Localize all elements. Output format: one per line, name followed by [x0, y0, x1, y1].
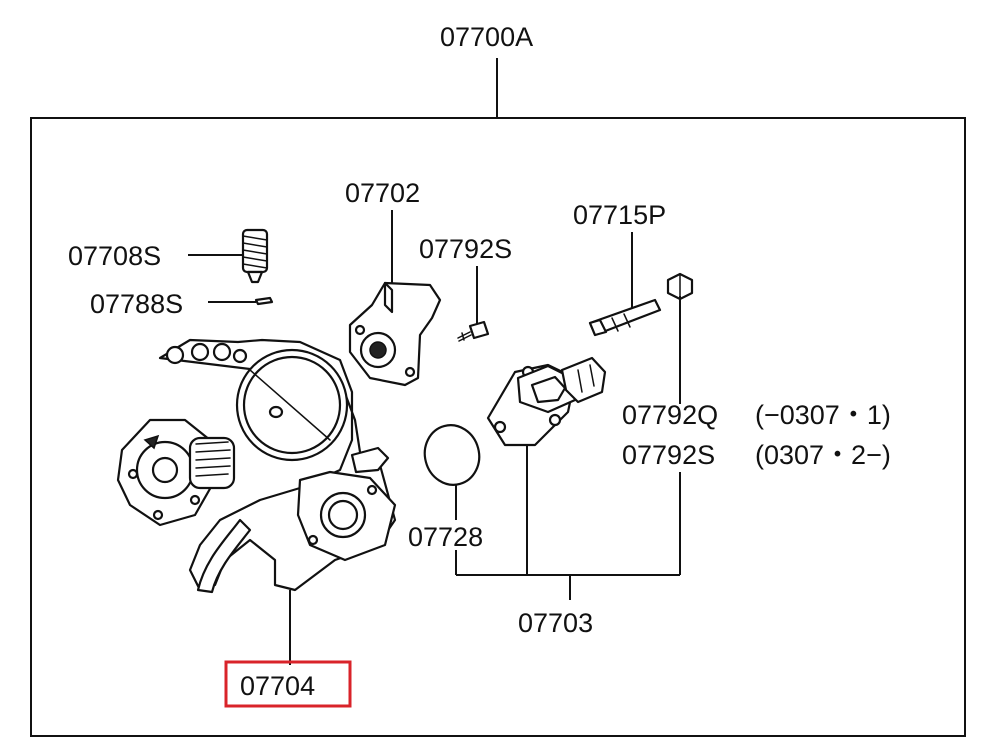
- part-07708s-drawing[interactable]: [241, 228, 269, 284]
- label-07792q-range: (−0307・1): [755, 400, 891, 430]
- label-07792q[interactable]: 07792Q: [622, 400, 718, 430]
- label-07703[interactable]: 07703: [518, 608, 593, 638]
- label-07792s-screw[interactable]: 07792S: [419, 234, 512, 264]
- part-07703-drawing[interactable]: [486, 356, 607, 447]
- part-07792q-bolt-drawing[interactable]: [666, 272, 694, 301]
- part-07715p-drawing[interactable]: [588, 298, 662, 337]
- label-07728[interactable]: 07728: [408, 522, 483, 552]
- label-07704-highlight: [224, 660, 352, 708]
- label-07788s[interactable]: 07788S: [90, 289, 183, 319]
- part-07788s-drawing[interactable]: [254, 296, 274, 306]
- leader-07703: [455, 296, 681, 600]
- part-07728-drawing[interactable]: [418, 419, 486, 491]
- label-07708s[interactable]: 07708S: [68, 241, 161, 271]
- part-07704-drawing[interactable]: [116, 338, 397, 594]
- part-07702-drawing[interactable]: [348, 281, 442, 387]
- label-07792s-bolt[interactable]: 07792S: [622, 440, 715, 470]
- label-07792s-bolt-range: (0307・2−): [755, 440, 891, 470]
- assembly-label[interactable]: 07700A: [440, 22, 533, 52]
- part-07792s-screw-drawing[interactable]: [457, 320, 490, 342]
- assembly-frame: [30, 117, 966, 737]
- label-07715p[interactable]: 07715P: [573, 200, 666, 230]
- label-07702[interactable]: 07702: [345, 178, 420, 208]
- label-07704[interactable]: 07704: [240, 671, 315, 701]
